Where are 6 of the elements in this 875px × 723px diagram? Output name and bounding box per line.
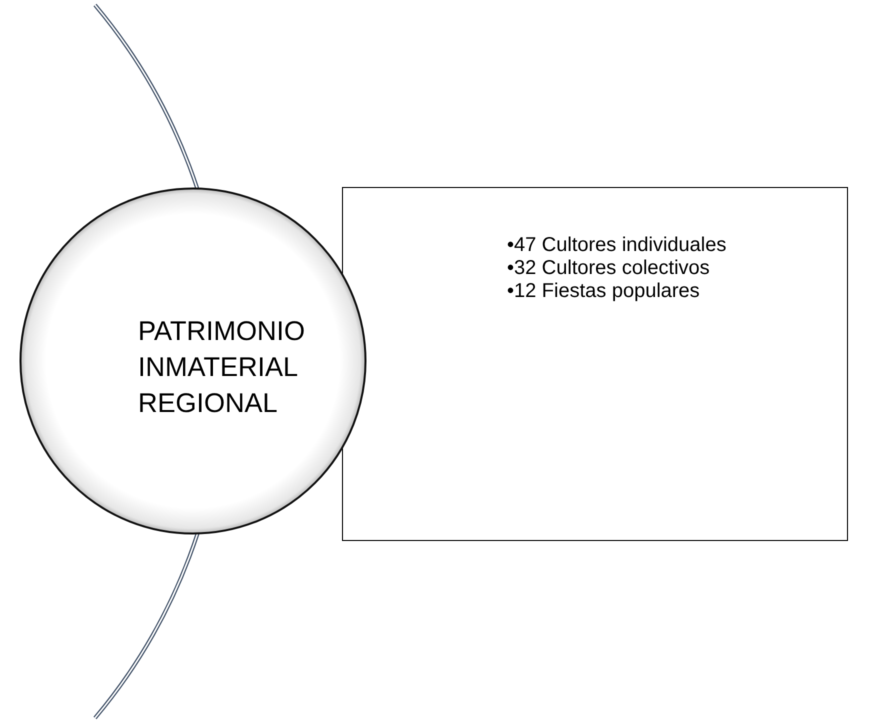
content-box xyxy=(342,187,848,541)
bullet-item: •32 Cultores colectivos xyxy=(507,257,710,279)
circle-node xyxy=(19,187,367,535)
bullet-item: •47 Cultores individuales xyxy=(507,234,726,256)
node-title: PATRIMONIO INMATERIAL REGIONAL xyxy=(138,315,306,420)
bullet-item: •12 Fiestas populares xyxy=(507,280,700,302)
